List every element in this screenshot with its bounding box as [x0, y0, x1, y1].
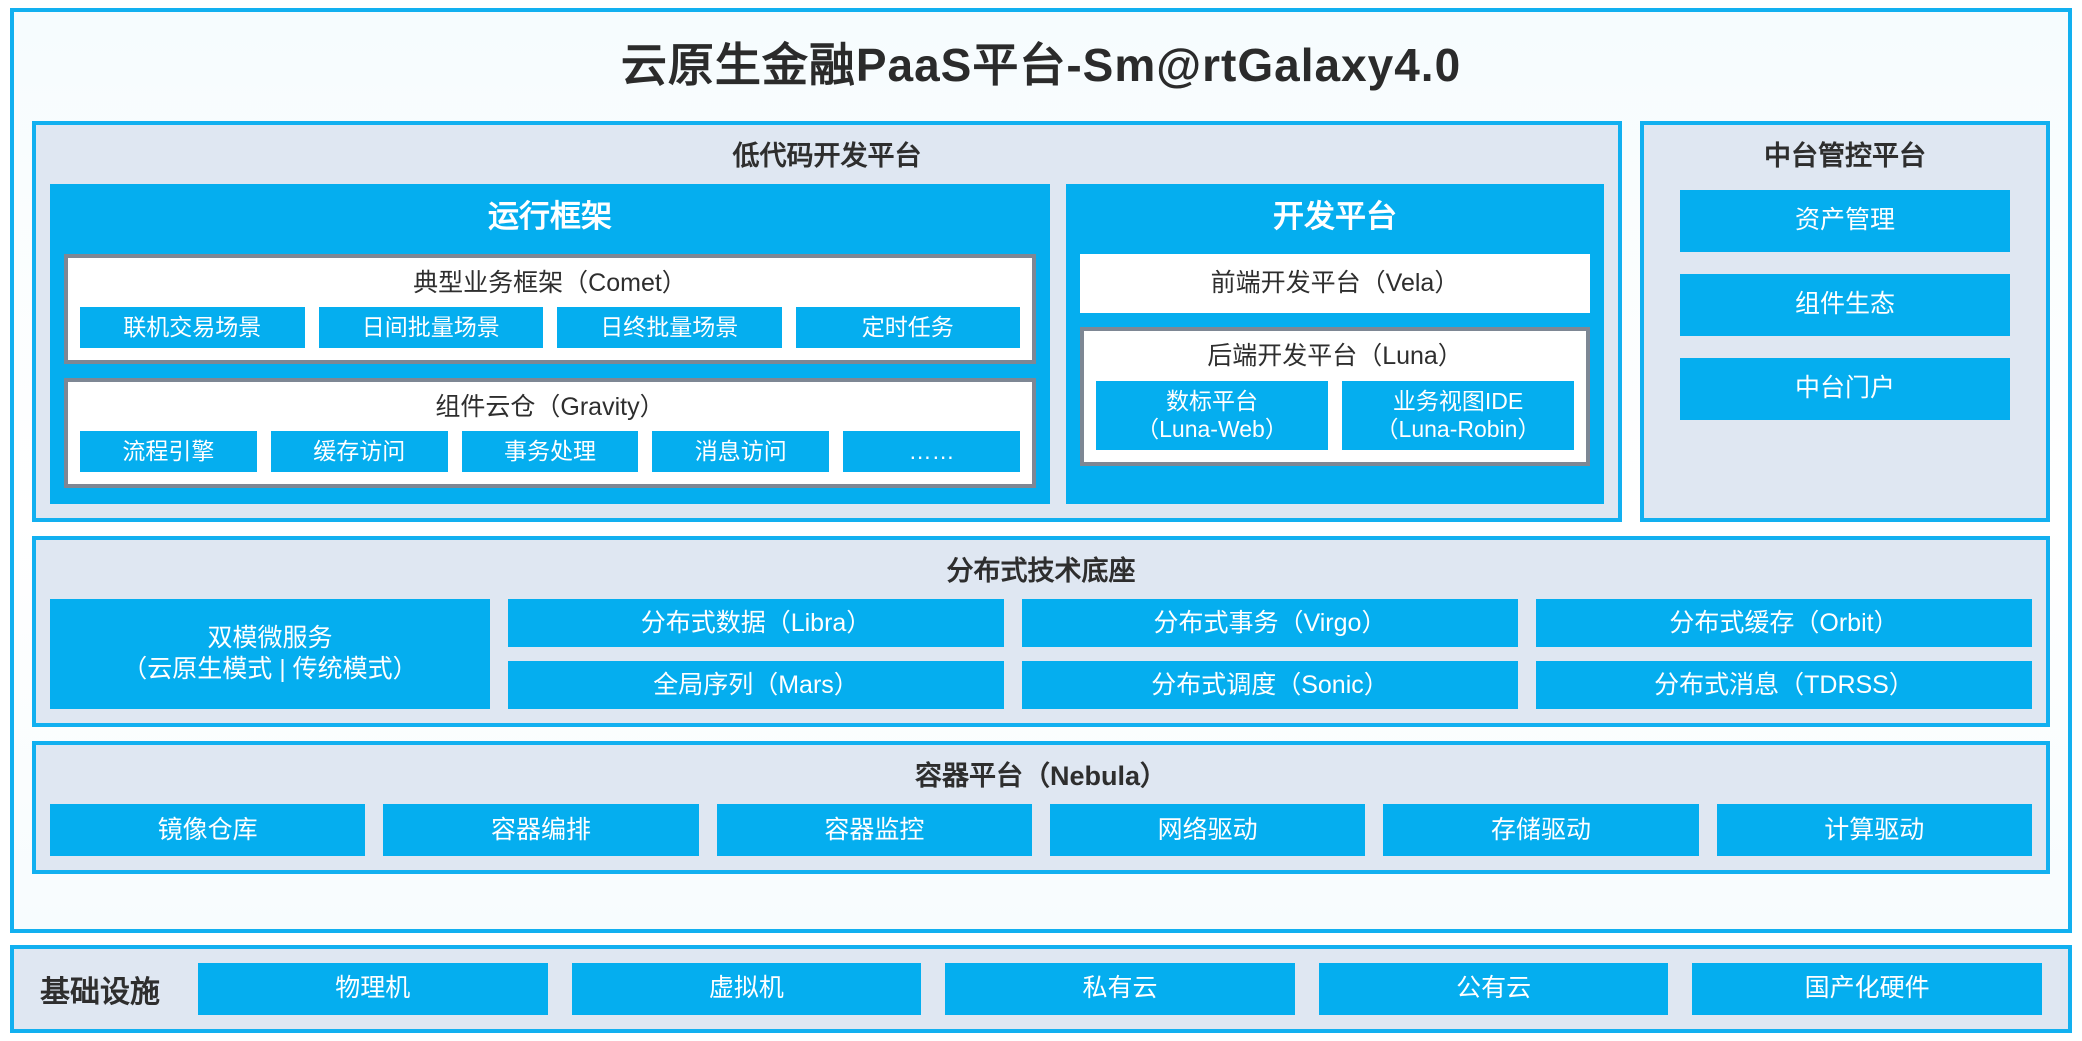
gravity-group: 组件云仓（Gravity） 流程引擎 缓存访问 事务处理 消息访问 …… [64, 377, 1036, 489]
comet-item-scheduled-task[interactable]: 定时任务 [795, 307, 1020, 348]
comet-item-online-transaction[interactable]: 联机交易场景 [80, 307, 305, 348]
lowcode-platform-panel: 低代码开发平台 运行框架 典型业务框架（Comet） 联机交易场景 日间批量场景… [32, 120, 1622, 523]
luna-robin-tile[interactable]: 业务视图IDE （Luna-Robin） [1342, 380, 1574, 451]
container-platform-items: 镜像仓库 容器编排 容器监控 网络驱动 存储驱动 计算驱动 [50, 804, 2032, 857]
gravity-item-cache-access[interactable]: 缓存访问 [270, 431, 448, 473]
distributed-base-panel: 分布式技术底座 双模微服务 （云原生模式 | 传统模式） 分布式数据（Libra… [32, 536, 2050, 728]
infra-item-private-cloud[interactable]: 私有云 [945, 963, 1295, 1015]
dual-mode-microservice-wrapper: 双模微服务 （云原生模式 | 传统模式） [50, 599, 490, 710]
infrastructure-label: 基础设施 [40, 976, 160, 1009]
distributed-base-column-2: 分布式事务（Virgo） 分布式调度（Sonic） [1022, 599, 1518, 710]
lowcode-platform-body: 运行框架 典型业务框架（Comet） 联机交易场景 日间批量场景 日终批量场景 … [50, 183, 1604, 505]
control-item-portal[interactable]: 中台门户 [1680, 357, 2010, 420]
gravity-item-process-engine[interactable]: 流程引擎 [80, 431, 257, 473]
container-platform-panel: 容器平台（Nebula） 镜像仓库 容器编排 容器监控 网络驱动 存储驱动 计算… [32, 741, 2050, 875]
distributed-scheduling-sonic[interactable]: 分布式调度（Sonic） [1022, 661, 1518, 710]
lowcode-platform-title: 低代码开发平台 [732, 140, 922, 171]
infra-item-domestic-hardware[interactable]: 国产化硬件 [1692, 963, 2042, 1015]
development-platform-block: 开发平台 前端开发平台（Vela） 后端开发平台（Luna） 数标平台 （Lun… [1066, 183, 1604, 505]
container-item-storage-driver[interactable]: 存储驱动 [1383, 804, 1699, 857]
backend-dev-platform-luna-group: 后端开发平台（Luna） 数标平台 （Luna-Web） 业务视图IDE （Lu… [1080, 327, 1590, 467]
dual-mode-microservice-tile[interactable]: 双模微服务 （云原生模式 | 传统模式） [50, 599, 490, 710]
infrastructure-items: 物理机 虚拟机 私有云 公有云 国产化硬件 [198, 963, 2042, 1015]
distributed-cache-orbit[interactable]: 分布式缓存（Orbit） [1536, 599, 2032, 648]
control-item-component-ecosystem[interactable]: 组件生态 [1680, 273, 2010, 336]
platform-outer-card: 云原生金融PaaS平台-Sm@rtGalaxy4.0 低代码开发平台 运行框架 … [10, 8, 2072, 933]
container-item-compute-driver[interactable]: 计算驱动 [1716, 804, 2032, 857]
infra-item-virtual-machine[interactable]: 虚拟机 [571, 963, 922, 1015]
control-platform-items: 资产管理 组件生态 中台门户 [1658, 184, 2032, 430]
distributed-base-title: 分布式技术底座 [946, 556, 1136, 587]
distributed-message-tdrss[interactable]: 分布式消息（TDRSS） [1536, 661, 2032, 710]
container-item-orchestration[interactable]: 容器编排 [383, 804, 699, 857]
control-platform-title: 中台管控平台 [1764, 140, 1926, 171]
top-row: 低代码开发平台 运行框架 典型业务框架（Comet） 联机交易场景 日间批量场景… [32, 120, 2050, 523]
backend-dev-platform-items: 数标平台 （Luna-Web） 业务视图IDE （Luna-Robin） [1096, 380, 1574, 451]
distributed-transaction-virgo[interactable]: 分布式事务（Virgo） [1022, 599, 1518, 648]
gravity-item-transaction-processing[interactable]: 事务处理 [461, 431, 639, 473]
runtime-framework-block: 运行框架 典型业务框架（Comet） 联机交易场景 日间批量场景 日终批量场景 … [50, 183, 1050, 505]
control-item-asset-management[interactable]: 资产管理 [1680, 189, 2010, 252]
luna-web-tile[interactable]: 数标平台 （Luna-Web） [1096, 380, 1328, 451]
gravity-item-more-ellipsis[interactable]: …… [843, 431, 1020, 473]
frontend-dev-platform-vela[interactable]: 前端开发平台（Vela） [1080, 253, 1590, 314]
distributed-base-column-1: 分布式数据（Libra） 全局序列（Mars） [508, 599, 1004, 710]
comet-item-eod-batch[interactable]: 日终批量场景 [557, 307, 782, 348]
distributed-data-libra[interactable]: 分布式数据（Libra） [508, 599, 1004, 648]
container-item-network-driver[interactable]: 网络驱动 [1049, 804, 1366, 857]
container-platform-title: 容器平台（Nebula） [914, 761, 1168, 792]
infra-item-physical-machine[interactable]: 物理机 [198, 963, 548, 1015]
distributed-base-column-3: 分布式缓存（Orbit） 分布式消息（TDRSS） [1536, 599, 2032, 710]
container-item-monitoring[interactable]: 容器监控 [716, 804, 1032, 857]
container-item-image-registry[interactable]: 镜像仓库 [50, 804, 366, 857]
comet-group: 典型业务框架（Comet） 联机交易场景 日间批量场景 日终批量场景 定时任务 [64, 253, 1036, 364]
comet-group-title: 典型业务框架（Comet） [413, 268, 687, 297]
comet-item-intraday-batch[interactable]: 日间批量场景 [318, 307, 543, 348]
distributed-base-columns: 分布式数据（Libra） 全局序列（Mars） 分布式事务（Virgo） 分布式… [508, 599, 2032, 710]
control-platform-panel: 中台管控平台 资产管理 组件生态 中台门户 [1640, 120, 2050, 523]
gravity-group-items: 流程引擎 缓存访问 事务处理 消息访问 …… [80, 431, 1020, 473]
global-sequence-mars[interactable]: 全局序列（Mars） [508, 661, 1004, 710]
runtime-framework-title: 运行框架 [488, 198, 612, 234]
gravity-item-message-access[interactable]: 消息访问 [652, 431, 830, 473]
gravity-group-title: 组件云仓（Gravity） [435, 392, 665, 421]
page-title: 云原生金融PaaS平台-Sm@rtGalaxy4.0 [620, 39, 1462, 91]
distributed-base-body: 双模微服务 （云原生模式 | 传统模式） 分布式数据（Libra） 全局序列（M… [50, 599, 2032, 710]
infrastructure-bar: 基础设施 物理机 虚拟机 私有云 公有云 国产化硬件 [10, 945, 2072, 1033]
development-platform-title: 开发平台 [1273, 198, 1397, 234]
backend-dev-platform-title: 后端开发平台（Luna） [1207, 342, 1463, 371]
infra-item-public-cloud[interactable]: 公有云 [1318, 963, 1669, 1015]
comet-group-items: 联机交易场景 日间批量场景 日终批量场景 定时任务 [80, 307, 1020, 348]
